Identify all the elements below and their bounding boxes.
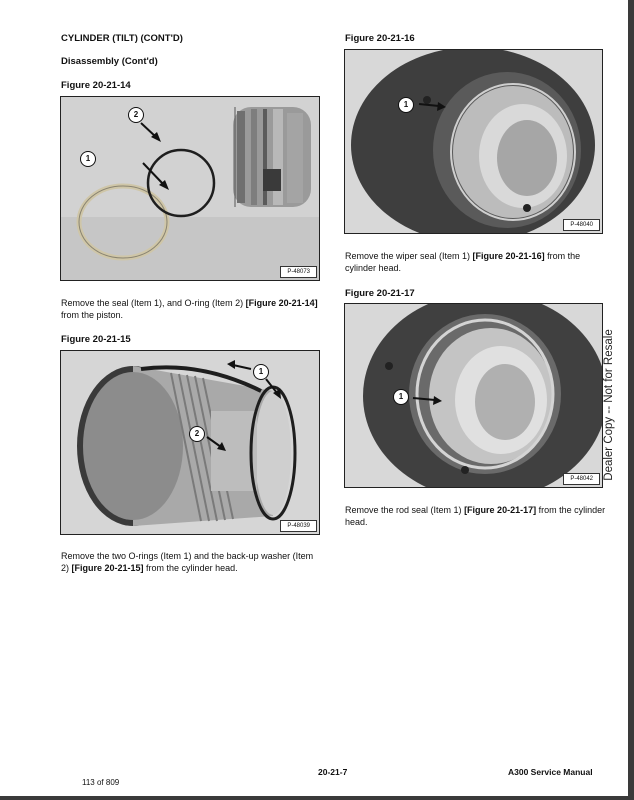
paragraph-figure-15: Remove the two O-rings (Item 1) and the … [61, 551, 314, 573]
figure-14-reference: [Figure 20-21-14] [245, 298, 318, 308]
figure-17-photo-id: P-48042 [563, 473, 600, 485]
figure-14-photo: 1 2 P-48073 [60, 96, 320, 281]
figure-14-callout-1: 1 [80, 151, 96, 167]
paragraph-figure-17: Remove the rod seal (Item 1) [Figure 20-… [345, 505, 606, 527]
figure-17-photo: 1 P-48042 [344, 303, 603, 488]
viewer-edge-bottom [0, 796, 634, 800]
figure-17-label: Figure 20-21-17 [345, 288, 415, 299]
figure-16-reference: [Figure 20-21-16] [472, 251, 545, 261]
figure-16-callout-1: 1 [398, 97, 414, 113]
figure-16-label: Figure 20-21-16 [345, 33, 415, 44]
figure-17-reference: [Figure 20-21-17] [464, 505, 537, 515]
figure-16-photo-id: P-48040 [563, 219, 600, 231]
page-number: 20-21-7 [318, 767, 348, 777]
figure-14-photo-id: P-48073 [280, 266, 317, 278]
figure-17-callout-1: 1 [393, 389, 409, 405]
subsection-title: Disassembly (Cont'd) [61, 56, 158, 67]
manual-title: A300 Service Manual [508, 767, 593, 777]
paragraph-figure-14: Remove the seal (Item 1), and O-ring (It… [61, 298, 318, 320]
figure-15-label: Figure 20-21-15 [61, 334, 131, 345]
figure-15-callout-1: 1 [253, 364, 269, 380]
figure-15-photo: 1 2 P-48039 [60, 350, 320, 535]
viewer-edge-right [628, 0, 634, 800]
figure-15-photo-id: P-48039 [280, 520, 317, 532]
figure-14-label: Figure 20-21-14 [61, 80, 131, 91]
section-title: CYLINDER (TILT) (CONT'D) [61, 33, 183, 44]
dealer-copy-watermark: Dealer Copy -- Not for Resale [603, 329, 615, 481]
paragraph-figure-16: Remove the wiper seal (Item 1) [Figure 2… [345, 251, 581, 273]
figure-15-callout-2: 2 [189, 426, 205, 442]
figure-15-reference: [Figure 20-21-15] [71, 563, 144, 573]
figure-16-photo: 1 P-48040 [344, 49, 603, 234]
page-counter: 113 of 809 [82, 778, 120, 787]
figure-14-callout-2: 2 [128, 107, 144, 123]
